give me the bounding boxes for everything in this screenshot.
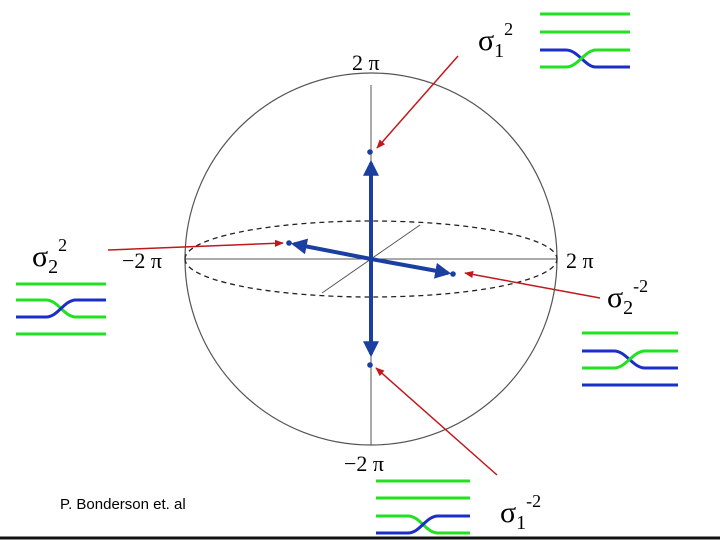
label-sigma1-pos: σ12 [478, 19, 513, 62]
equator-back [184, 220, 558, 260]
pointer-sigma1-pos [376, 55, 459, 149]
braid-icon-sigma2-neg [582, 331, 678, 387]
axis-label-right: 2 π [566, 248, 594, 273]
label-sigma1-neg: σ1-2 [500, 491, 541, 534]
pointer-arrows [107, 55, 601, 476]
dot-right [450, 271, 456, 277]
braid-icon-sigma2-pos [16, 282, 106, 336]
label-sigma2-neg: σ2-2 [607, 276, 648, 319]
dot-bottom [367, 362, 373, 368]
label-sigma2-pos: σ22 [32, 235, 67, 278]
credit-text: P. Bonderson et. al [60, 496, 186, 513]
pointer-sigma2-pos [107, 239, 284, 251]
braid-icon-sigma1-pos [540, 12, 630, 69]
vector-left [290, 238, 372, 261]
dot-left [286, 240, 292, 246]
vector-right [370, 257, 452, 279]
axis-label-left: −2 π [122, 248, 162, 273]
pointer-sigma1-neg [375, 367, 498, 476]
equator-front [184, 258, 558, 298]
pointer-sigma2-neg [464, 270, 601, 299]
axis-label-top: 2 π [352, 50, 380, 75]
braid-icon-sigma1-neg [376, 479, 470, 535]
dot-top [367, 149, 373, 155]
endpoint-dots [286, 149, 456, 368]
axis-label-bottom: −2 π [344, 451, 384, 476]
rotation-vectors [290, 159, 452, 358]
